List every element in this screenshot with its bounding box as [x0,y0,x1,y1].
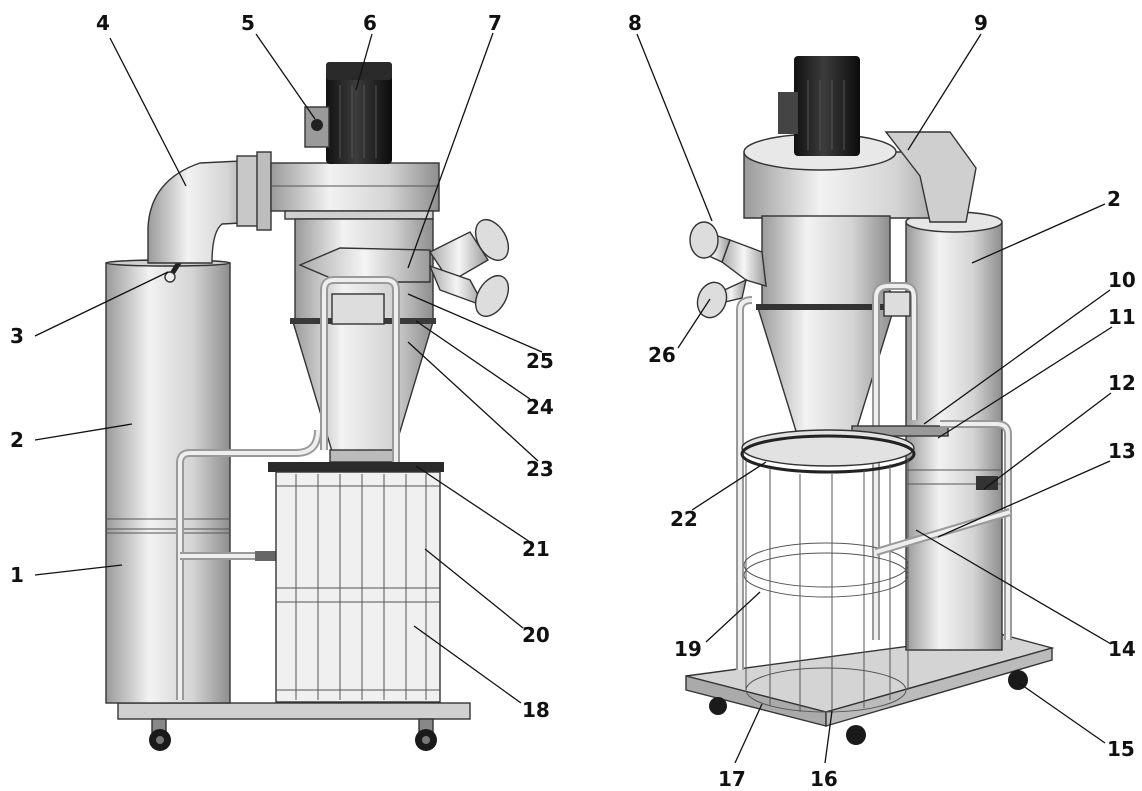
callout-12: 12 [1108,371,1136,395]
callout-22: 22 [670,507,698,531]
callout-26: 26 [648,343,676,367]
left-front-view [105,62,510,751]
callout-11: 11 [1108,305,1136,329]
callout-8: 8 [628,11,642,35]
callout-21: 21 [522,537,550,561]
callout-9: 9 [974,11,988,35]
callout-24: 24 [526,395,554,419]
collection-drum-cage [743,458,909,713]
callout-25: 25 [526,349,554,373]
right-rear-view [685,56,1055,745]
callout-1: 1 [10,563,24,587]
callout-4: 4 [96,11,110,35]
cyclone-body-rear [761,215,891,309]
callout-6: 6 [363,11,377,35]
callout-13: 13 [1108,439,1136,463]
callout-20: 20 [522,623,550,647]
callout-numbers: 1 2 3 4 5 6 7 25 24 23 21 20 18 8 26 9 2… [10,11,1136,791]
callout-7: 7 [488,11,502,35]
drum-lid [268,462,444,472]
callout-3: 3 [10,324,24,348]
motor-rear [794,56,860,156]
blower-volute [743,131,977,223]
elbow-duct [147,159,263,264]
callout-5: 5 [241,11,255,35]
callout-2-right: 2 [1107,187,1121,211]
callout-10: 10 [1108,268,1136,292]
callout-15: 15 [1107,737,1135,761]
callout-16: 16 [810,767,838,791]
collection-drum [275,471,441,703]
callout-23: 23 [526,457,554,481]
callout-18: 18 [522,698,550,722]
filter-canister [105,262,231,704]
blower-housing [270,162,440,212]
handle-plate [331,293,385,325]
callout-14: 14 [1108,637,1136,661]
caster-right [415,718,437,751]
y-inlet [298,219,510,317]
leader-lines [34,32,1113,764]
callout-2-left: 2 [10,428,24,452]
callout-17: 17 [718,767,746,791]
base-platform [117,702,471,720]
y-inlet-rear [689,221,767,319]
caster-left [149,718,171,751]
callout-19: 19 [674,637,702,661]
